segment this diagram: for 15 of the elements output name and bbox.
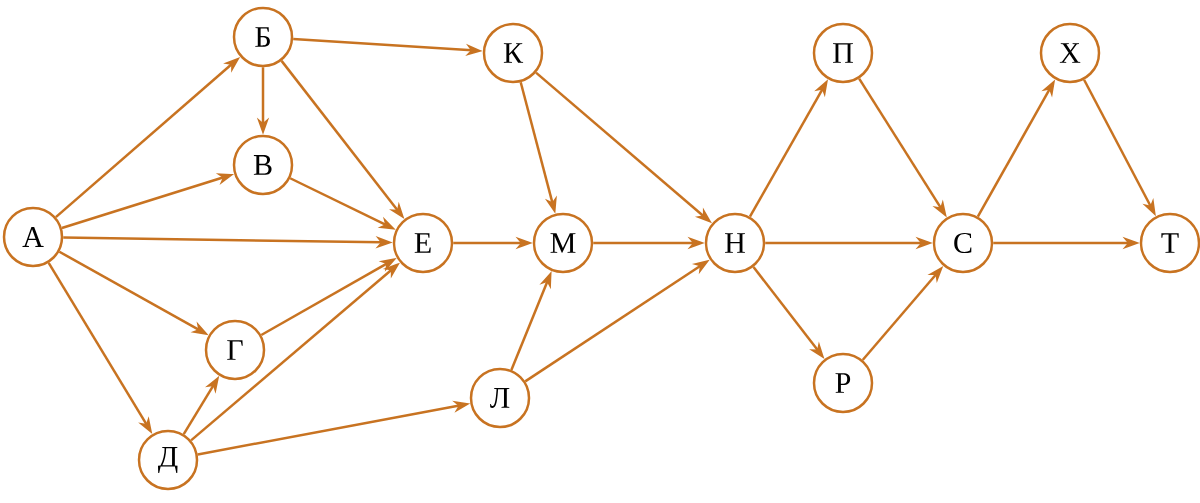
graph-vertex: К (482, 22, 544, 84)
graph-vertex: Л (469, 367, 531, 429)
graph-vertex: Х (1039, 22, 1101, 84)
graph-vertex: В (232, 134, 294, 196)
graph-vertex: А (2, 206, 64, 268)
graph-vertex: П (812, 22, 874, 84)
graph-vertex: Д (137, 429, 199, 491)
graph-vertex: Е (392, 212, 454, 274)
graph-vertex: М (532, 212, 594, 274)
graph-vertex: Р (812, 352, 874, 414)
graph-vertex: Г (204, 319, 266, 381)
graph-vertex: Б (232, 6, 294, 68)
graph-vertex: С (932, 212, 994, 274)
graph-vertex: Н (704, 212, 766, 274)
graph-vertex: Т (1139, 212, 1200, 274)
